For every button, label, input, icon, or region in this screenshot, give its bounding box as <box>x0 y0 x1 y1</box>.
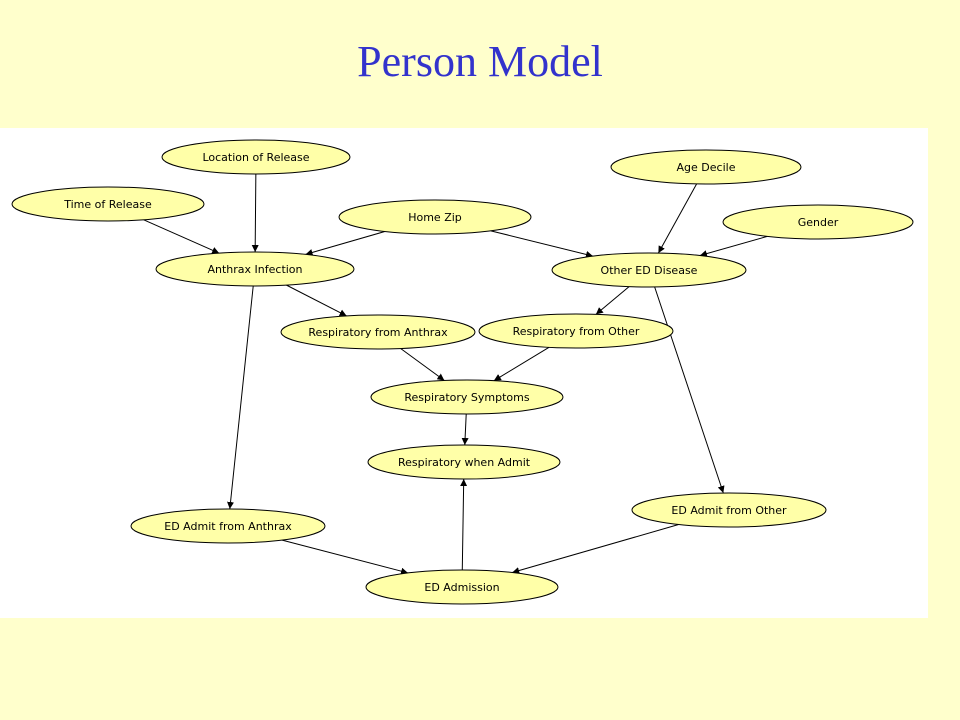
edge-ed-admit-from-anthrax-to-ed-admission <box>281 539 409 575</box>
node-label: Home Zip <box>408 211 462 224</box>
edge-respiratory-from-anthrax-to-respiratory-symptoms <box>400 348 445 381</box>
node-age-decile: Age Decile <box>610 149 802 185</box>
node-label: Respiratory when Admit <box>398 456 531 469</box>
node-label: ED Admit from Other <box>671 504 787 517</box>
node-ellipse <box>161 139 351 175</box>
node-location-of-release: Location of Release <box>161 139 351 175</box>
node-ed-admit-from-anthrax: ED Admit from Anthrax <box>130 508 326 544</box>
edge-other-ed-disease-to-respiratory-from-other <box>595 286 630 315</box>
node-respiratory-from-anthrax: Respiratory from Anthrax <box>280 314 476 350</box>
node-ellipse <box>367 444 561 480</box>
edge-respiratory-from-other-to-respiratory-symptoms <box>493 346 550 382</box>
node-ed-admission: ED Admission <box>365 569 559 605</box>
node-ellipse <box>365 569 559 605</box>
edge-ed-admit-from-other-to-ed-admission <box>512 524 679 574</box>
node-ellipse <box>722 204 914 240</box>
node-ellipse <box>155 251 355 287</box>
node-home-zip: Home Zip <box>338 199 532 235</box>
node-ellipse <box>478 313 674 349</box>
node-label: Age Decile <box>677 161 736 174</box>
edge-time-of-release-to-anthrax-infection <box>143 219 220 254</box>
edge-respiratory-symptoms-to-respiratory-when-admit <box>461 413 469 446</box>
node-ellipse <box>631 492 827 528</box>
edge-other-ed-disease-to-ed-admit-from-other <box>654 286 725 494</box>
node-other-ed-disease: Other ED Disease <box>551 252 747 288</box>
node-respiratory-symptoms: Respiratory Symptoms <box>370 379 564 415</box>
node-respiratory-when-admit: Respiratory when Admit <box>367 444 561 480</box>
node-time-of-release: Time of Release <box>11 186 205 222</box>
node-ellipse <box>280 314 476 350</box>
node-ed-admit-from-other: ED Admit from Other <box>631 492 827 528</box>
edge-anthrax-infection-to-ed-admit-from-anthrax <box>227 285 254 510</box>
node-ellipse <box>370 379 564 415</box>
node-label: ED Admission <box>424 581 499 594</box>
node-label: Gender <box>798 216 839 229</box>
edge-location-of-release-to-anthrax-infection <box>251 173 259 253</box>
edge-ed-admission-to-respiratory-when-admit <box>460 478 468 571</box>
node-label: Time of Release <box>63 198 152 211</box>
node-label: Other ED Disease <box>601 264 698 277</box>
node-ellipse <box>11 186 205 222</box>
node-anthrax-infection: Anthrax Infection <box>155 251 355 287</box>
edge-home-zip-to-anthrax-infection <box>305 231 385 256</box>
node-label: Anthrax Infection <box>207 263 302 276</box>
edges-layer <box>143 173 768 575</box>
node-ellipse <box>551 252 747 288</box>
node-ellipse <box>130 508 326 544</box>
edge-home-zip-to-other-ed-disease <box>490 230 594 258</box>
edge-anthrax-infection-to-respiratory-from-anthrax <box>286 284 347 317</box>
node-respiratory-from-other: Respiratory from Other <box>478 313 674 349</box>
node-label: Location of Release <box>202 151 309 164</box>
node-gender: Gender <box>722 204 914 240</box>
node-ellipse <box>338 199 532 235</box>
edge-gender-to-other-ed-disease <box>699 235 768 257</box>
node-label: Respiratory from Anthrax <box>308 326 448 339</box>
node-ellipse <box>610 149 802 185</box>
slide-title: Person Model <box>357 37 603 86</box>
node-label: Respiratory Symptoms <box>404 391 529 404</box>
node-label: ED Admit from Anthrax <box>164 520 292 533</box>
edge-age-decile-to-other-ed-disease <box>657 183 698 254</box>
node-label: Respiratory from Other <box>513 325 640 338</box>
